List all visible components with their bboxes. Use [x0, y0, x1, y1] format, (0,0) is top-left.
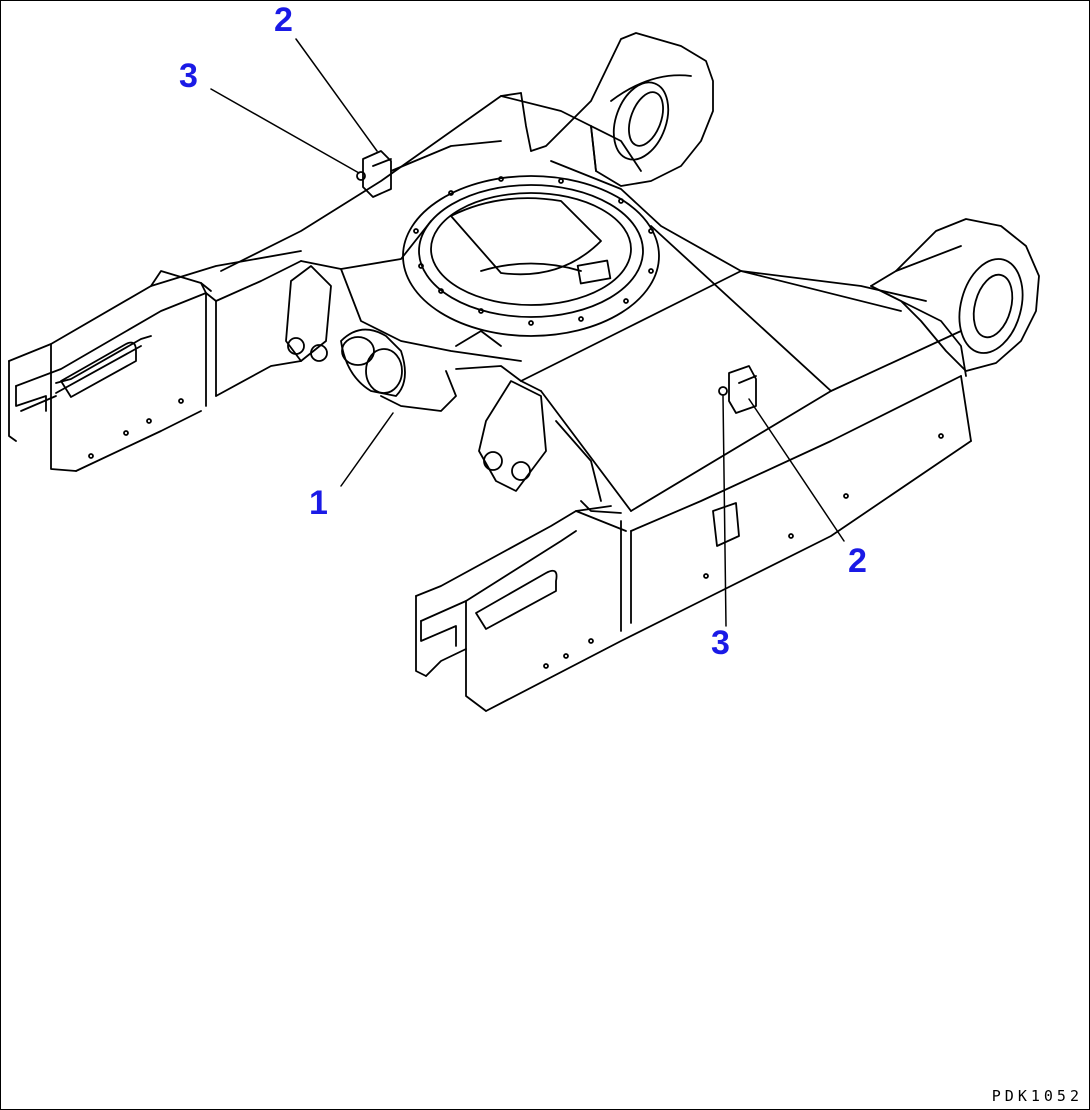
callout-3-right: 3: [711, 624, 730, 662]
bolt-left: [356, 171, 366, 181]
right-end-housing: [870, 218, 1040, 377]
callout-2-left: 2: [274, 1, 293, 39]
center-body: [300, 160, 962, 512]
leader-line-3-right: [722, 395, 727, 627]
bolt-right: [718, 386, 728, 396]
callout-3-left: 3: [179, 57, 198, 95]
clamp-block-right: [728, 365, 757, 414]
callout-1: 1: [309, 484, 328, 522]
left-track-frame: [8, 92, 597, 472]
right-track-frame: [415, 375, 972, 712]
leader-lines: [210, 38, 845, 627]
callout-2-right: 2: [848, 542, 867, 580]
leader-line-1: [340, 412, 394, 487]
leader-line-3-left: [210, 88, 360, 174]
left-end-housing: [530, 32, 714, 187]
center-pin-housing: [285, 265, 622, 514]
swing-circle: [402, 175, 660, 337]
leader-line-2-left: [295, 38, 378, 152]
clamp-block-left: [362, 150, 392, 198]
leader-line-2-right: [748, 398, 845, 542]
figure-id: PDK1052: [991, 1087, 1083, 1105]
